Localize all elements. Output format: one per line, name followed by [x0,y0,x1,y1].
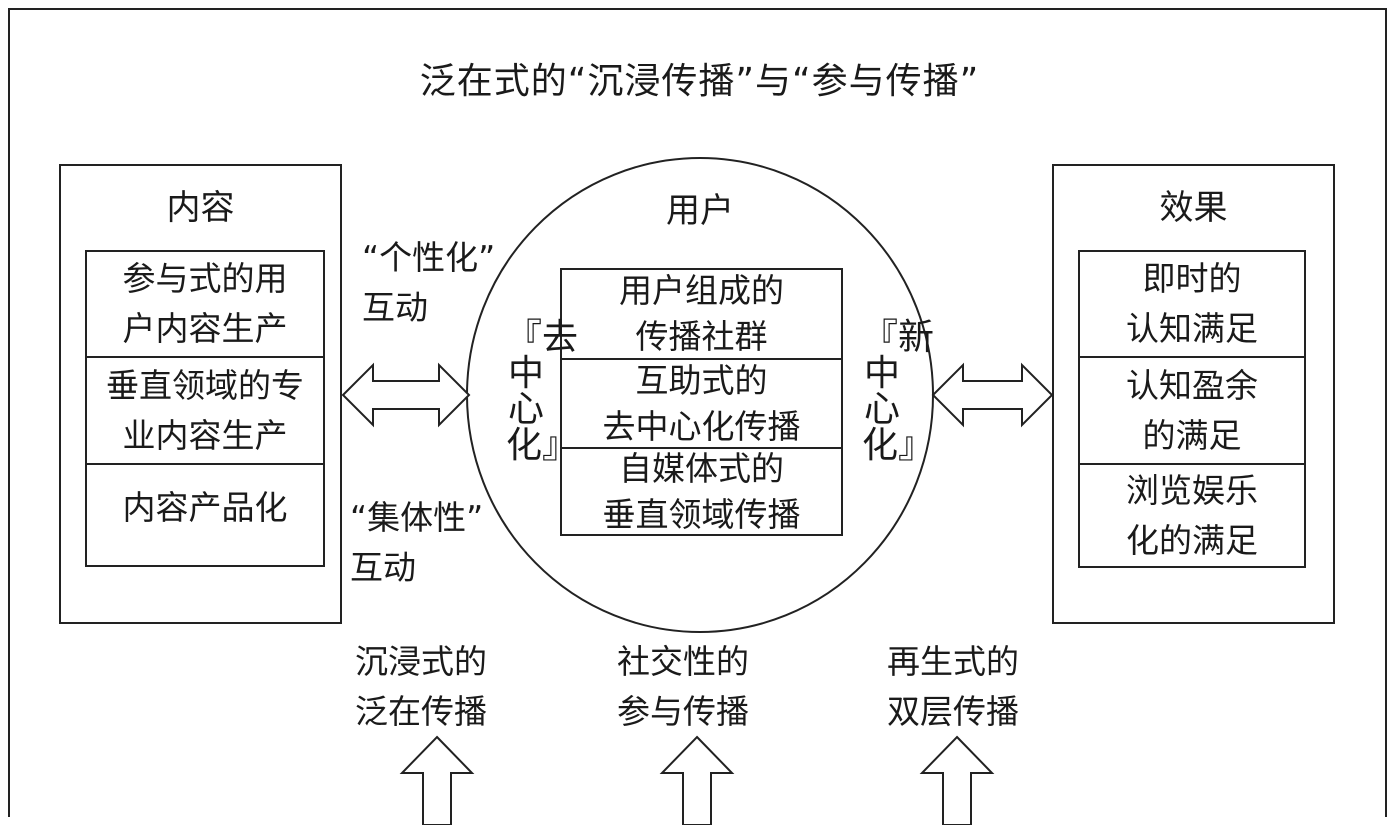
effect-item: 即时的 认知满足 [1126,259,1258,348]
content-items-box: 参与式的用 户内容生产 垂直领域的专 业内容生产 内容产品化 [85,250,325,567]
recentralization-label: 『新 中 心 化』 [862,317,935,466]
up-arrow-right [919,735,995,825]
effect-item: 浏览娱乐 化的满足 [1080,463,1304,566]
content-panel-title: 内容 [166,188,235,228]
left-double-arrow [341,362,471,428]
up-arrow-center [659,735,735,825]
immersive-communication-label: 沉浸式的 泛在传播 [355,642,487,731]
user-items-box: 用户组成的 传播社群 互助式的 去中心化传播 自媒体式的 垂直领域传播 [560,268,843,536]
effect-items-box: 即时的 认知满足 认知盈余 的满足 浏览娱乐 化的满足 [1078,250,1306,568]
user-item: 用户组成的 传播社群 [619,271,784,356]
content-item: 内容产品化 [87,463,323,565]
content-item: 垂直领域的专 业内容生产 [87,356,323,463]
effect-panel-title: 效果 [1159,188,1228,228]
content-panel: 内容 参与式的用 户内容生产 垂直领域的专 业内容生产 内容产品化 [59,164,342,624]
content-item: 参与式的用 户内容生产 [122,259,288,348]
user-item: 自媒体式的 垂直领域传播 [562,447,841,534]
personalized-interaction-label: “个性化” 互动 [362,238,496,327]
effect-panel: 效果 即时的 认知满足 认知盈余 的满足 浏览娱乐 化的满足 [1052,164,1335,624]
effect-item: 认知盈余 的满足 [1080,356,1304,463]
user-item: 互助式的 去中心化传播 [562,358,841,447]
social-communication-label: 社交性的 参与传播 [617,642,749,731]
right-double-arrow [931,362,1054,428]
diagram-frame [8,8,1387,817]
up-arrow-left [399,735,475,825]
collective-interaction-label: “集体性” 互动 [350,498,484,587]
user-title: 用户 [666,191,734,231]
decentralization-label: 『去 中 心 化』 [506,317,579,466]
regenerative-communication-label: 再生式的 双层传播 [887,642,1019,731]
diagram-title: 泛在式的“沉浸传播”与“参与传播” [419,61,980,102]
